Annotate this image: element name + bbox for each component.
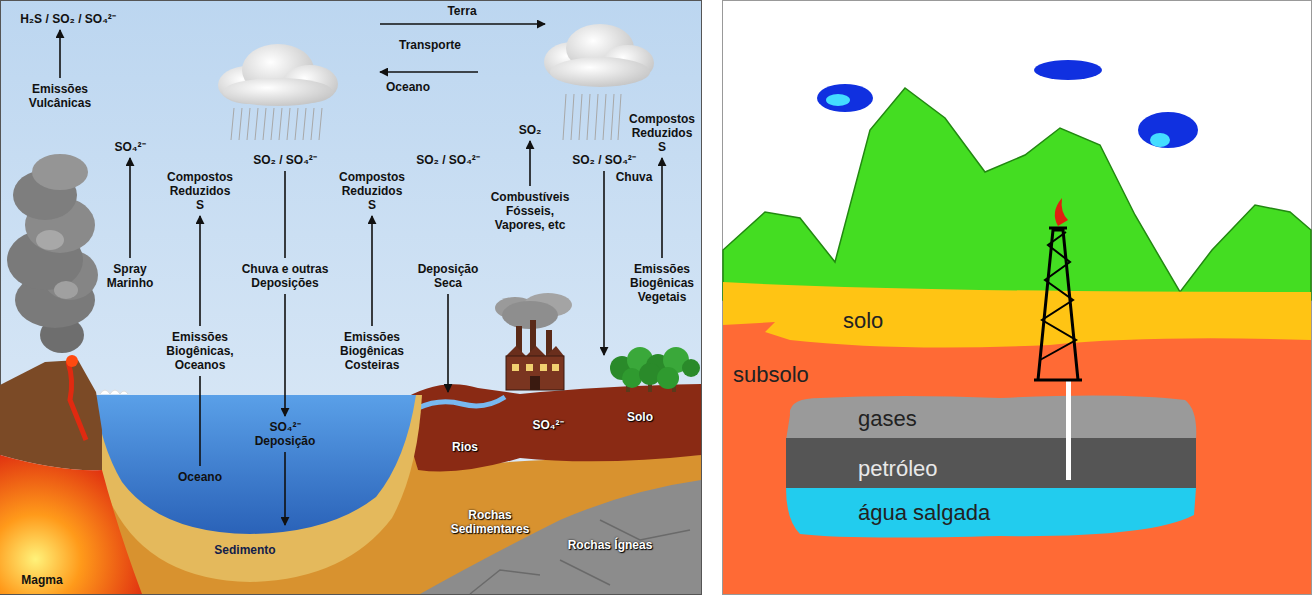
rain (563, 94, 621, 140)
flow-arrow (284, 452, 286, 525)
sediment (88, 395, 422, 582)
oil-well-scene (723, 1, 1312, 595)
label: SO₂ / SO₄²⁻ (556, 153, 652, 167)
river (418, 397, 505, 408)
label: SO₂ / SO₄²⁻ (237, 153, 333, 167)
flow-arrow (199, 216, 201, 326)
soil-layer (723, 282, 1311, 348)
label: água salgada (858, 500, 990, 525)
label: Combustíveis Fósseis, Vapores, etc (488, 190, 572, 232)
flow-arrow (371, 216, 373, 326)
rain (231, 108, 322, 140)
label: Solo (620, 410, 660, 424)
flow-arrow (284, 171, 286, 258)
flow-arrow (59, 30, 61, 78)
label: SO₄²⁻ Deposição (250, 420, 320, 448)
label: Emissões Biogênicas, Oceanos (160, 330, 240, 372)
label: Oceano (165, 470, 235, 484)
flow-arrow (129, 158, 131, 258)
label: H₂S / SO₂ / SO₄²⁻ (3, 12, 133, 26)
igneous-rock (420, 480, 701, 594)
label: Sedimento (200, 543, 290, 557)
label: Rochas Sedimentares (443, 508, 538, 536)
label: Magma (12, 573, 72, 587)
flow-arrow (603, 171, 605, 355)
volcano (0, 360, 102, 470)
label: Deposição Seca (413, 262, 483, 290)
sea-spray (100, 390, 128, 394)
gas-layer (786, 395, 1196, 440)
label: Rios (445, 440, 485, 454)
flow-arrow (447, 294, 449, 392)
label: Compostos Reduzidos S (337, 170, 407, 212)
lava (68, 362, 86, 440)
label: SO₄²⁻ (528, 418, 568, 432)
flow-arrow (380, 71, 478, 73)
label: subsolo (733, 362, 809, 387)
salt-water-layer (786, 488, 1196, 538)
label: Emissões Biogênicas Vegetais (625, 262, 699, 304)
panel (723, 1, 1312, 595)
label: Oceano (378, 80, 438, 94)
factory (495, 293, 572, 390)
label: SO₂ / SO₄²⁻ (400, 153, 496, 167)
crater (66, 355, 78, 367)
flow-arrow (529, 141, 531, 186)
sky (1, 1, 702, 595)
oil-derrick (1034, 198, 1082, 380)
mountains (723, 88, 1311, 300)
pipe (1066, 380, 1071, 480)
label: Compostos Reduzidos S (627, 112, 697, 154)
label: Emissões Biogênicas Costeiras (332, 330, 412, 372)
flow-arrow (380, 23, 545, 25)
cloud (218, 44, 338, 106)
label: Spray Marinho (98, 262, 162, 290)
sulfur-cycle-scene (0, 1, 702, 595)
label: gases (858, 406, 917, 431)
label: Chuva e outras Deposições (235, 262, 335, 290)
magma (0, 455, 142, 594)
label: SO₂ (510, 123, 550, 137)
label: Emissões Vulcânicas (18, 82, 102, 110)
label: Compostos Reduzidos S (165, 170, 235, 212)
label: solo (843, 308, 883, 333)
trees (610, 347, 700, 392)
clouds (817, 60, 1198, 148)
flow-arrow (199, 376, 201, 466)
label: Transporte (385, 38, 475, 52)
ocean (95, 395, 416, 534)
label: Chuva (612, 170, 656, 184)
label: Terra (437, 4, 487, 18)
label: SO₄²⁻ (105, 140, 155, 154)
label: petróleo (858, 456, 938, 481)
soil (398, 384, 701, 472)
volcanic-plume (7, 154, 98, 353)
flow-arrow (284, 294, 286, 416)
oil-layer (786, 438, 1196, 490)
flow-arrow (661, 158, 663, 258)
cloud (544, 24, 654, 87)
label: Rochas Ígneas (555, 538, 665, 552)
